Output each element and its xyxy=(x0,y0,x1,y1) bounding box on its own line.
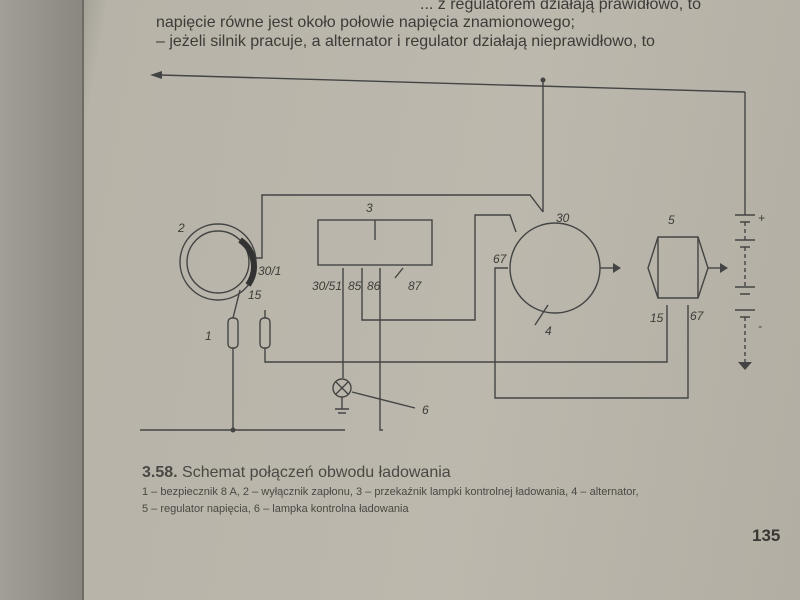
figure-caption: 3.58. Schemat połączeń obwodu ładowania xyxy=(142,464,451,482)
figure-number: 3.58. xyxy=(142,464,178,481)
battery-minus: - xyxy=(758,319,762,333)
page-number: 135 xyxy=(752,526,781,545)
label-3: 3 xyxy=(366,201,373,215)
terminal-87: 87 xyxy=(408,279,423,293)
top-bus-wire xyxy=(150,71,746,215)
wire-30 xyxy=(255,194,544,259)
terminal-85: 85 xyxy=(348,279,362,293)
label-2: 2 xyxy=(177,221,185,235)
figure-title: Schemat połączeń obwodu ładowania xyxy=(182,464,451,481)
terminal-15: 15 xyxy=(248,288,262,302)
alternator: 30 67 4 xyxy=(493,211,689,399)
battery: + - xyxy=(735,211,765,370)
terminal-67-reg: 67 xyxy=(690,309,705,323)
body-text-line-0: ... z regulatorem działają prawidłowo, t… xyxy=(420,0,702,13)
charge-lamp-relay: 3 30/51 85 86 87 xyxy=(312,201,517,431)
charge-indicator-lamp: 6 xyxy=(332,378,429,417)
fuse-1: 1 xyxy=(205,289,241,430)
body-text-line-2: – jeżeli silnik pracuje, a alternator i … xyxy=(156,33,655,50)
body-text-line-1: napięcie równe jest około połowie napięc… xyxy=(156,14,575,31)
label-1: 1 xyxy=(205,329,212,343)
legend-line-2: 5 – regulator napięcia, 6 – lampka kontr… xyxy=(142,503,409,515)
label-5: 5 xyxy=(668,213,675,227)
facing-page-edge xyxy=(0,0,84,600)
label-6: 6 xyxy=(422,403,429,417)
terminal-15-reg: 15 xyxy=(650,311,664,325)
terminal-30-51: 30/51 xyxy=(312,279,342,293)
battery-plus: + xyxy=(758,211,765,225)
fuse-second xyxy=(259,305,668,363)
terminal-30-1: 30/1 xyxy=(258,264,281,278)
voltage-regulator: 5 15 67 xyxy=(647,213,728,325)
terminal-86: 86 xyxy=(367,279,381,293)
terminal-30-alt: 30 xyxy=(556,211,570,225)
legend-line-1: 1 – bezpiecznik 8 A, 2 – wyłącznik zapło… xyxy=(142,486,639,498)
label-4: 4 xyxy=(545,324,552,338)
terminal-67-alt: 67 xyxy=(493,252,508,266)
ignition-switch: 2 30/1 15 xyxy=(177,221,281,302)
